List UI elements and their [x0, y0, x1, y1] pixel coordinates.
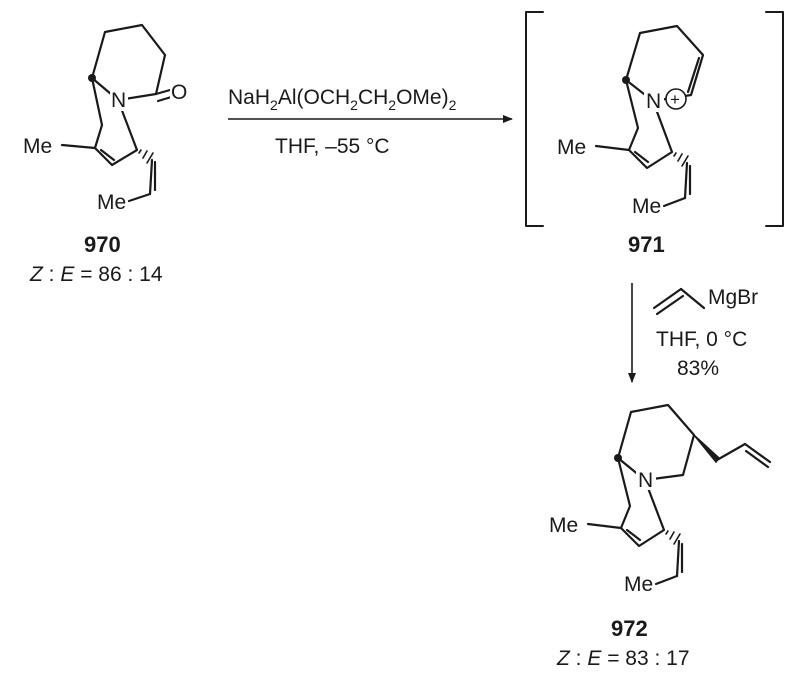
ratio-972: Z : E = 83 : 17 [556, 647, 690, 670]
compound-number-970: 970 [84, 232, 121, 257]
hashed-bond [138, 149, 154, 164]
allyl-alkene-inner [744, 449, 770, 469]
stereocenter-dot [622, 76, 630, 84]
tetrahydropyridine-ring [90, 76, 139, 167]
propenyl-terminal-972 [654, 574, 679, 586]
ratio-970: Z : E = 86 : 14 [29, 263, 163, 286]
allyl-reagent-structure [652, 287, 706, 316]
compound-972-structure: N Me Me [549, 403, 772, 596]
compound-number-972: 972 [611, 616, 648, 641]
methyl-label-ring: Me [23, 135, 52, 158]
stereocenter-dot [614, 454, 622, 462]
bracket-left [525, 11, 544, 227]
conditions-step-1: THF, –55 °C [275, 135, 390, 158]
ring-methyl-bond [60, 143, 97, 150]
methyl-label-chain: Me [632, 195, 661, 218]
atom-n: N [638, 469, 653, 492]
stereocenter-dot [88, 74, 96, 82]
positive-charge-icon [665, 88, 687, 110]
hashed-bond [673, 152, 689, 167]
compound-number-971: 971 [628, 232, 665, 257]
conditions-step-2: THF, 0 °C [656, 328, 747, 351]
atom-n: N [111, 89, 126, 112]
ring-methyl-bond-972 [586, 522, 623, 530]
propenyl-terminal-971 [662, 196, 687, 208]
compound-971-structure: N + Me Me [557, 24, 705, 218]
wedge-bond [693, 434, 721, 464]
methyl-label-chain: Me [97, 191, 126, 214]
propenyl-chain-971 [683, 161, 689, 200]
positive-charge: + [670, 90, 680, 109]
iminium-ring [624, 24, 705, 103]
propenyl-chain [148, 158, 154, 196]
ring-alkene-inner-972 [625, 528, 642, 542]
tetrahydropyridine-ring-972 [616, 456, 666, 548]
propenyl-terminal [127, 192, 152, 203]
methyl-label-chain: Me [624, 573, 653, 596]
reagent-step-1: NaH2Al(OCH2CH2OMe)2 [228, 86, 457, 113]
allyl-alkene [743, 442, 772, 464]
compound-970-structure: N O Me Me [23, 23, 190, 214]
atom-o: O [171, 81, 187, 104]
allyl-chain [715, 442, 747, 462]
lactam-ring [90, 23, 167, 102]
methyl-label-ring: Me [557, 136, 586, 159]
methyl-label-ring: Me [549, 514, 578, 537]
ring-alkene-inner-971 [633, 150, 650, 164]
tetrahydropyridine-ring-971 [624, 78, 674, 170]
iminium-double-bond [686, 56, 701, 94]
ring-alkene-inner [99, 148, 116, 162]
yield-step-2: 83% [677, 357, 719, 380]
bracket-right [765, 11, 784, 227]
hashed-bond [665, 530, 681, 545]
reagent-step-2: MgBr [708, 286, 758, 309]
atom-n: N [646, 90, 661, 113]
propenyl-chain-972 [675, 539, 681, 578]
ring-methyl-bond-971 [594, 144, 631, 152]
